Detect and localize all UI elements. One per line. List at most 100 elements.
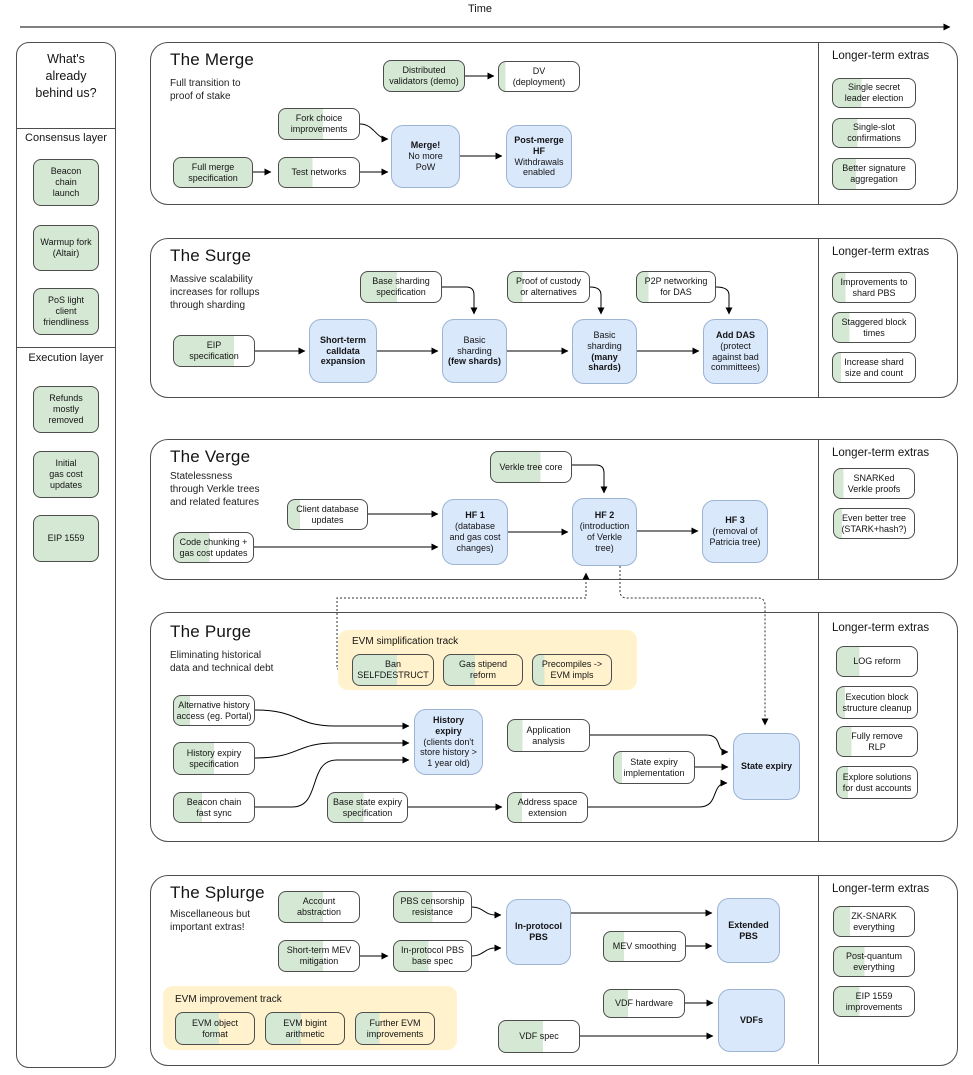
test-networks: Test networks: [278, 157, 360, 188]
text-line: Full transition to: [170, 78, 241, 89]
text-line: committees): [710, 362, 760, 373]
text-line: improvements: [845, 1001, 903, 1012]
text-line: updates: [311, 514, 344, 525]
text-line: DV: [532, 65, 546, 76]
code-chunking-gas-cost-updates: Code chunking +gas cost updates: [173, 532, 254, 563]
text-line: Increase shard: [844, 356, 904, 367]
text-line: EVM object: [191, 1017, 239, 1028]
text-line: PBS: [739, 930, 758, 941]
section-surge: [150, 238, 958, 398]
text-line: Full merge: [191, 161, 235, 172]
text-line: Base state expiry: [332, 796, 403, 807]
section-title-surge: The Surge: [170, 246, 252, 265]
text-line: Initial: [55, 458, 77, 469]
vdfs-milestone: VDFs: [718, 989, 785, 1052]
text-line: SNARKed: [853, 472, 895, 483]
text-line: aggregation: [850, 174, 898, 184]
text-line: Miscellaneous but: [170, 909, 251, 920]
text-line: everything: [853, 921, 895, 932]
text-line: updates: [49, 479, 83, 490]
text-line: and related features: [170, 496, 259, 508]
text-line: Precompiles ->: [541, 659, 603, 670]
text-line: LOG reform: [853, 656, 901, 667]
text-line: (few shards): [447, 356, 501, 367]
text-line: gas cost: [49, 469, 83, 480]
mev-smoothing: MEV smoothing: [603, 931, 686, 962]
text-line: Even better tree: [841, 512, 907, 523]
section-title-verge: The Verge: [170, 447, 251, 466]
text-line: Verkle tree core: [499, 461, 563, 472]
text-line: HF 3: [725, 515, 745, 526]
extras-title-purge: Longer-term extras: [832, 622, 930, 634]
text-line: (many: [591, 351, 618, 362]
text-line: Basic: [463, 334, 486, 345]
text-line: VDFs: [739, 1015, 763, 1026]
text-line: leader election: [844, 93, 904, 103]
text-line: PoS light: [47, 295, 85, 306]
text-line: (database: [454, 521, 496, 532]
text-line: abstraction: [296, 907, 342, 917]
extras-divider-lines: [17, 43, 819, 1064]
dv-deployment: DV(deployment): [498, 61, 580, 92]
text-line: What's: [47, 52, 85, 66]
text-line: analysis: [532, 735, 565, 746]
extras-title-splurge: Longer-term extras: [832, 883, 930, 895]
section-splurge: [150, 875, 958, 1066]
text-line: Patricia tree): [709, 536, 761, 547]
sidebar-panel: [16, 42, 116, 1068]
text-line: Execution block: [845, 691, 909, 702]
text-line: shards): [588, 362, 621, 373]
text-line: Single secret: [847, 82, 901, 93]
text-line: Proof of custody: [515, 276, 582, 287]
text-line: Explore solutions: [842, 771, 912, 782]
time-axis-label: Time: [467, 3, 493, 15]
text-line: enabled: [522, 167, 556, 178]
flow-arrows: [253, 72, 733, 1040]
text-line: against bad: [712, 351, 759, 362]
text-line: History: [432, 715, 464, 725]
text-line: specification: [342, 807, 393, 818]
text-line: VDF hardware: [614, 998, 674, 1009]
eip-1559: EIP 1559: [33, 515, 99, 562]
text-line: base spec: [411, 956, 454, 966]
text-line: already: [45, 68, 87, 83]
text-line: data and technical debt: [170, 662, 274, 674]
text-line: expansion: [320, 356, 366, 367]
text-line: Ban: [384, 659, 401, 670]
text-line: resistance: [411, 907, 454, 917]
log-reform: LOG reform: [836, 646, 918, 677]
text-line: chain: [55, 177, 77, 188]
text-line: expiry: [435, 725, 462, 736]
section-title-splurge: The Splurge: [170, 883, 265, 902]
text-line: Further EVM: [369, 1017, 421, 1028]
text-line: 1 year old): [427, 758, 470, 769]
text-line: (Altair): [52, 248, 80, 258]
text-line: specification: [376, 287, 426, 297]
text-line: (STARK+hash?): [841, 523, 907, 534]
section-title-merge: The Merge: [170, 50, 255, 69]
text-line: VDF spec: [519, 1031, 559, 1042]
text-line: shard PBS: [852, 287, 896, 298]
text-line: PBS: [529, 932, 548, 942]
